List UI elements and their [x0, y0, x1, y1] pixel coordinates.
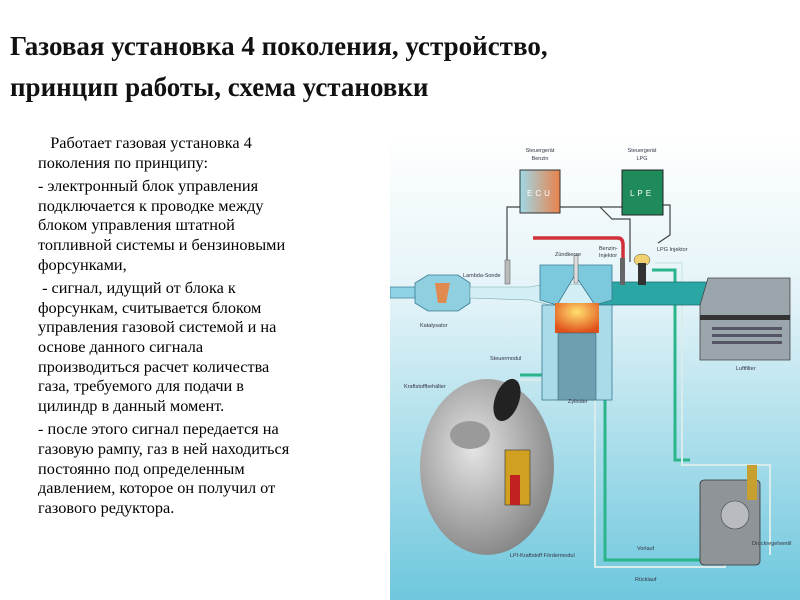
ecu-label: Benzin	[532, 156, 549, 162]
text-line: управления газовой системой и на	[38, 317, 277, 337]
supply-line-label: Vorlauf	[637, 546, 655, 552]
catalyst-core-icon	[435, 283, 450, 303]
ecu-unit: ECU Steuergerät Benzin	[519, 148, 561, 214]
text-line: постоянно под определенным	[38, 458, 245, 478]
paragraph-intro: Работает газовая установка 4 поколения п…	[38, 133, 388, 172]
hot-line	[533, 236, 625, 263]
lpe-label: LPG	[636, 156, 647, 162]
lpe-chip-label: LPE	[630, 189, 654, 198]
lambda-sensor	[504, 259, 511, 285]
pump-module-label: LPI-Kraftstoff Fördermodul	[510, 553, 575, 559]
text-line: форсункам, считывается блоком	[38, 297, 262, 317]
catalyst-label: Katalysator	[420, 323, 448, 329]
spark-plug-label: Zündkerze	[555, 252, 581, 258]
text-line: поколения по принципу:	[38, 152, 208, 172]
text-line: газовую рампу, газ в ней находиться	[38, 438, 290, 458]
pressure-regulator	[699, 465, 761, 566]
text-line: газа, требуемого для подачи в	[38, 376, 244, 396]
paragraph-signal: - сигнал, идущий от блока к форсункам, с…	[38, 278, 388, 415]
cylinder-label: Zylinder	[568, 399, 588, 405]
air-filter	[699, 277, 791, 361]
ecu-chip-label: ECU	[527, 189, 553, 198]
text-line: подключается к проводке между	[38, 195, 264, 215]
text-line: - после этого сигнал передается на	[38, 419, 279, 439]
return-line-label: Rücklauf	[635, 577, 657, 583]
text-line: Работает газовая установка 4	[38, 133, 252, 152]
control-module-label: Steuermodul	[490, 356, 521, 362]
ecu-label: Steuergerät	[526, 148, 555, 154]
slide-body-text: Работает газовая установка 4 поколения п…	[38, 133, 388, 521]
text-line: - сигнал, идущий от блока к	[38, 278, 236, 298]
lpg-injector-label: LPG Injektor	[657, 247, 688, 253]
paragraph-rail: - после этого сигнал передается на газов…	[38, 419, 388, 517]
lambda-label: Lambda-Sonde	[463, 273, 501, 279]
air-filter-label: Luftfilter	[736, 366, 756, 372]
tank-label: Kraftstoffbehälter	[404, 384, 446, 390]
lpg-system-diagram: ECU Steuergerät Benzin LPE Steuergerät L…	[390, 135, 800, 600]
wiring	[506, 204, 671, 262]
lpg-control-unit: LPE Steuergerät LPG	[621, 148, 664, 216]
petrol-injector-label: Injektor	[599, 253, 617, 259]
text-line: основе данного сигнала	[38, 336, 204, 356]
paragraph-ecu: - электронный блок управления подключает…	[38, 176, 388, 274]
text-line: газового редуктора.	[38, 497, 175, 517]
lpg-injector	[633, 253, 651, 285]
engine-cylinder	[539, 254, 613, 401]
slide-title: Газовая установка 4 поколения, устройств…	[10, 26, 790, 108]
title-line: принцип работы, схема установки	[10, 72, 429, 102]
text-line: форсунками,	[38, 254, 127, 274]
regulator-label: Druckregelventil	[752, 541, 791, 547]
text-line: топливной системы и бензиновыми	[38, 234, 286, 254]
lpg-tank	[420, 378, 554, 555]
text-line: цилиндр в данный момент.	[38, 395, 225, 415]
lpe-label: Steuergerät	[628, 148, 657, 154]
petrol-injector-label: Benzin-	[599, 246, 618, 252]
text-line: давлением, которое он получил от	[38, 478, 276, 498]
petrol-injector	[620, 258, 625, 285]
text-line: - электронный блок управления	[38, 176, 259, 196]
title-line: Газовая установка 4 поколения, устройств…	[10, 31, 548, 61]
text-line: производиться расчет количества	[38, 356, 270, 376]
text-line: блоком управления штатной	[38, 215, 235, 235]
